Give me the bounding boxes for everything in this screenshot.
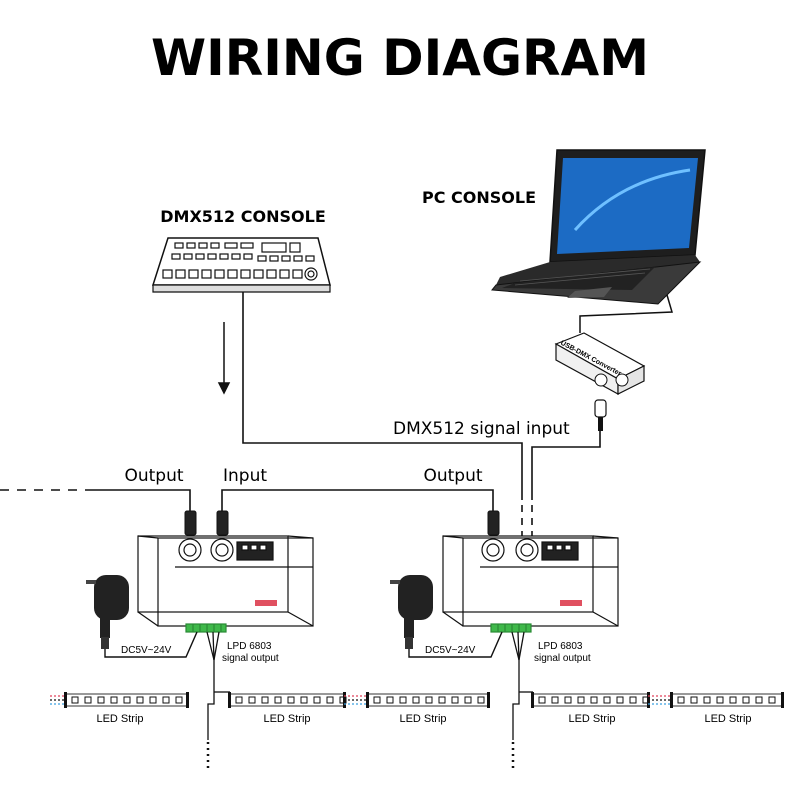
xlr-connector-icon (184, 510, 500, 536)
led-strip (228, 692, 347, 708)
led-chip-icon (274, 696, 282, 704)
led-chip-icon (162, 696, 170, 704)
laptop-icon (491, 149, 706, 305)
led-chip-icon (603, 696, 611, 704)
usb-dmx-converter-icon: USB-DMX Converter (554, 332, 646, 396)
led-chip-icon (412, 696, 420, 704)
led-chip-icon (71, 696, 79, 704)
led-chip-icon (564, 696, 572, 704)
led-chip-icon (451, 696, 459, 704)
led-chip-icon (373, 696, 381, 704)
led-chip-icon (538, 696, 546, 704)
led-chip-icon (84, 696, 92, 704)
led-strip-label: LED Strip (568, 713, 615, 725)
power-adapter-icon (86, 575, 129, 649)
led-chip-icon (438, 696, 446, 704)
led-chip-icon (175, 696, 183, 704)
led-chip-icon (425, 696, 433, 704)
led-chip-icon (136, 696, 144, 704)
left-signal-output-label-1: LPD 6803 (227, 641, 272, 652)
right-signal-output-label-2: signal output (534, 653, 591, 664)
led-chip-icon (729, 696, 737, 704)
led-chip-icon (300, 696, 308, 704)
led-chip-icon (110, 696, 118, 704)
led-chip-icon (261, 696, 269, 704)
led-chip-icon (551, 696, 559, 704)
led-strip-label: LED Strip (704, 713, 751, 725)
right-power-label: DC5V~24V (425, 645, 476, 656)
led-chip-icon (703, 696, 711, 704)
led-chip-icon (123, 696, 131, 704)
left-power-label: DC5V~24V (121, 645, 172, 656)
xlr-plug-icon (594, 399, 607, 431)
led-chip-icon (742, 696, 750, 704)
led-chip-icon (235, 696, 243, 704)
led-strip-label: LED Strip (399, 713, 446, 725)
dmx-console-label: DMX512 CONSOLE (160, 207, 326, 226)
led-strip (531, 692, 650, 708)
led-chip-icon (616, 696, 624, 704)
led-chip-icon (677, 696, 685, 704)
led-chip-icon (248, 696, 256, 704)
left-output-label: Output (124, 466, 183, 486)
led-chip-icon (386, 696, 394, 704)
led-chip-icon (149, 696, 157, 704)
led-chip-icon (768, 696, 776, 704)
right-signal-output-label-1: LPD 6803 (538, 641, 583, 652)
led-chip-icon (716, 696, 724, 704)
led-strip (366, 692, 490, 708)
led-chip-icon (755, 696, 763, 704)
led-chip-icon (690, 696, 698, 704)
left-decoder-icon (137, 535, 314, 633)
right-decoder-icon (442, 535, 619, 633)
left-input-label: Input (223, 466, 267, 486)
led-chip-icon (97, 696, 105, 704)
led-strips (50, 692, 784, 708)
left-signal-output-label-2: signal output (222, 653, 279, 664)
down-arrow-icon (217, 322, 231, 395)
led-chip-icon (477, 696, 485, 704)
led-chip-icon (577, 696, 585, 704)
power-adapter-icon (390, 575, 433, 649)
led-chip-icon (590, 696, 598, 704)
led-chip-icon (326, 696, 334, 704)
signal-wires (0, 292, 601, 542)
page-title: WIRING DIAGRAM (151, 29, 649, 87)
led-chip-icon (464, 696, 472, 704)
led-strip (670, 692, 784, 708)
pc-console-label: PC CONSOLE (422, 188, 536, 207)
led-chip-icon (399, 696, 407, 704)
led-strip-label: LED Strip (263, 713, 310, 725)
led-strip (64, 692, 189, 708)
led-chip-icon (313, 696, 321, 704)
led-strip-label: LED Strip (96, 713, 143, 725)
dmx-signal-input-label: DMX512 signal input (393, 419, 570, 439)
led-chip-icon (287, 696, 295, 704)
led-chip-icon (629, 696, 637, 704)
dmx-console-icon (151, 237, 331, 293)
right-output-label: Output (423, 466, 482, 486)
